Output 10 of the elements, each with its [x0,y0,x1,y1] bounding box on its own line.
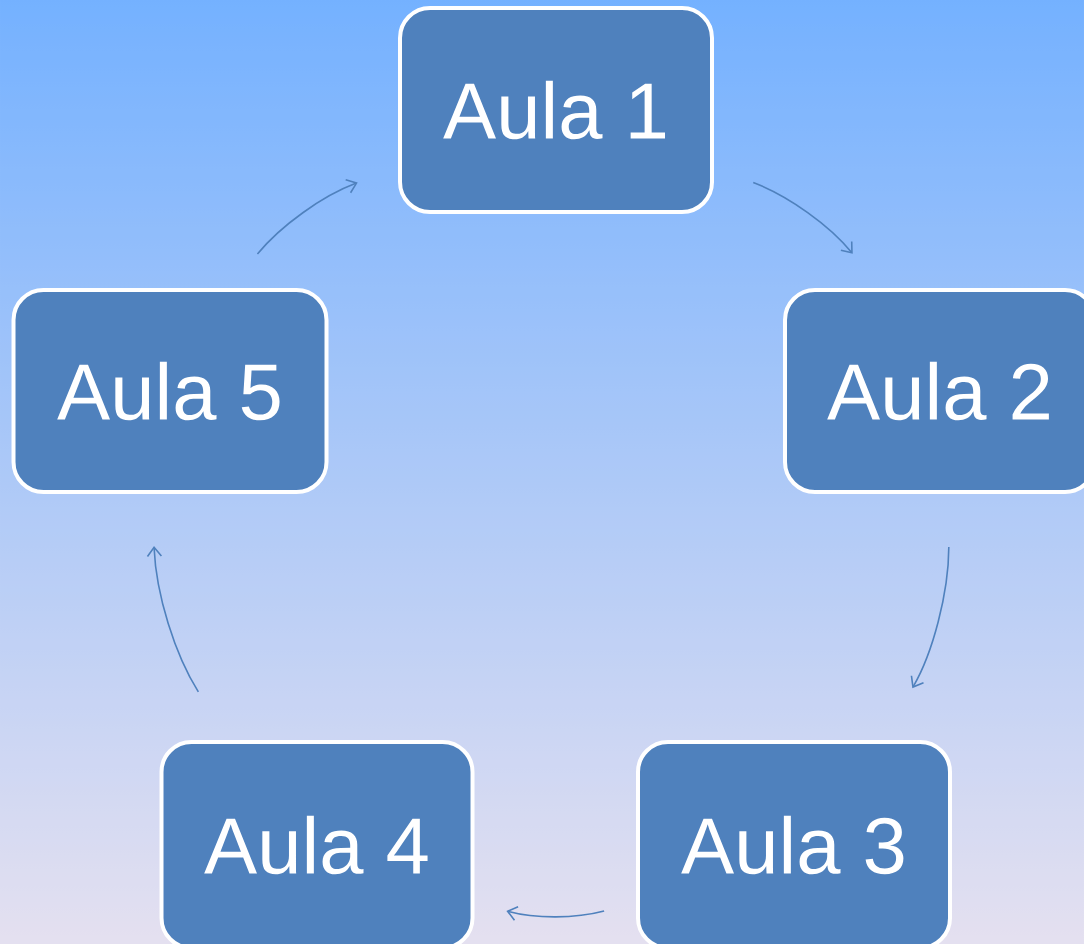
arrow [146,545,200,693]
arrow [256,178,358,255]
process-box: Aula 1 [398,6,714,214]
process-box: Aula 5 [11,288,329,494]
process-box: Aula 4 [159,740,475,944]
arrow [506,906,605,922]
process-box: Aula 2 [783,288,1084,494]
process-box: Aula 3 [636,740,952,944]
arrow [910,546,950,689]
arrow [752,181,853,254]
